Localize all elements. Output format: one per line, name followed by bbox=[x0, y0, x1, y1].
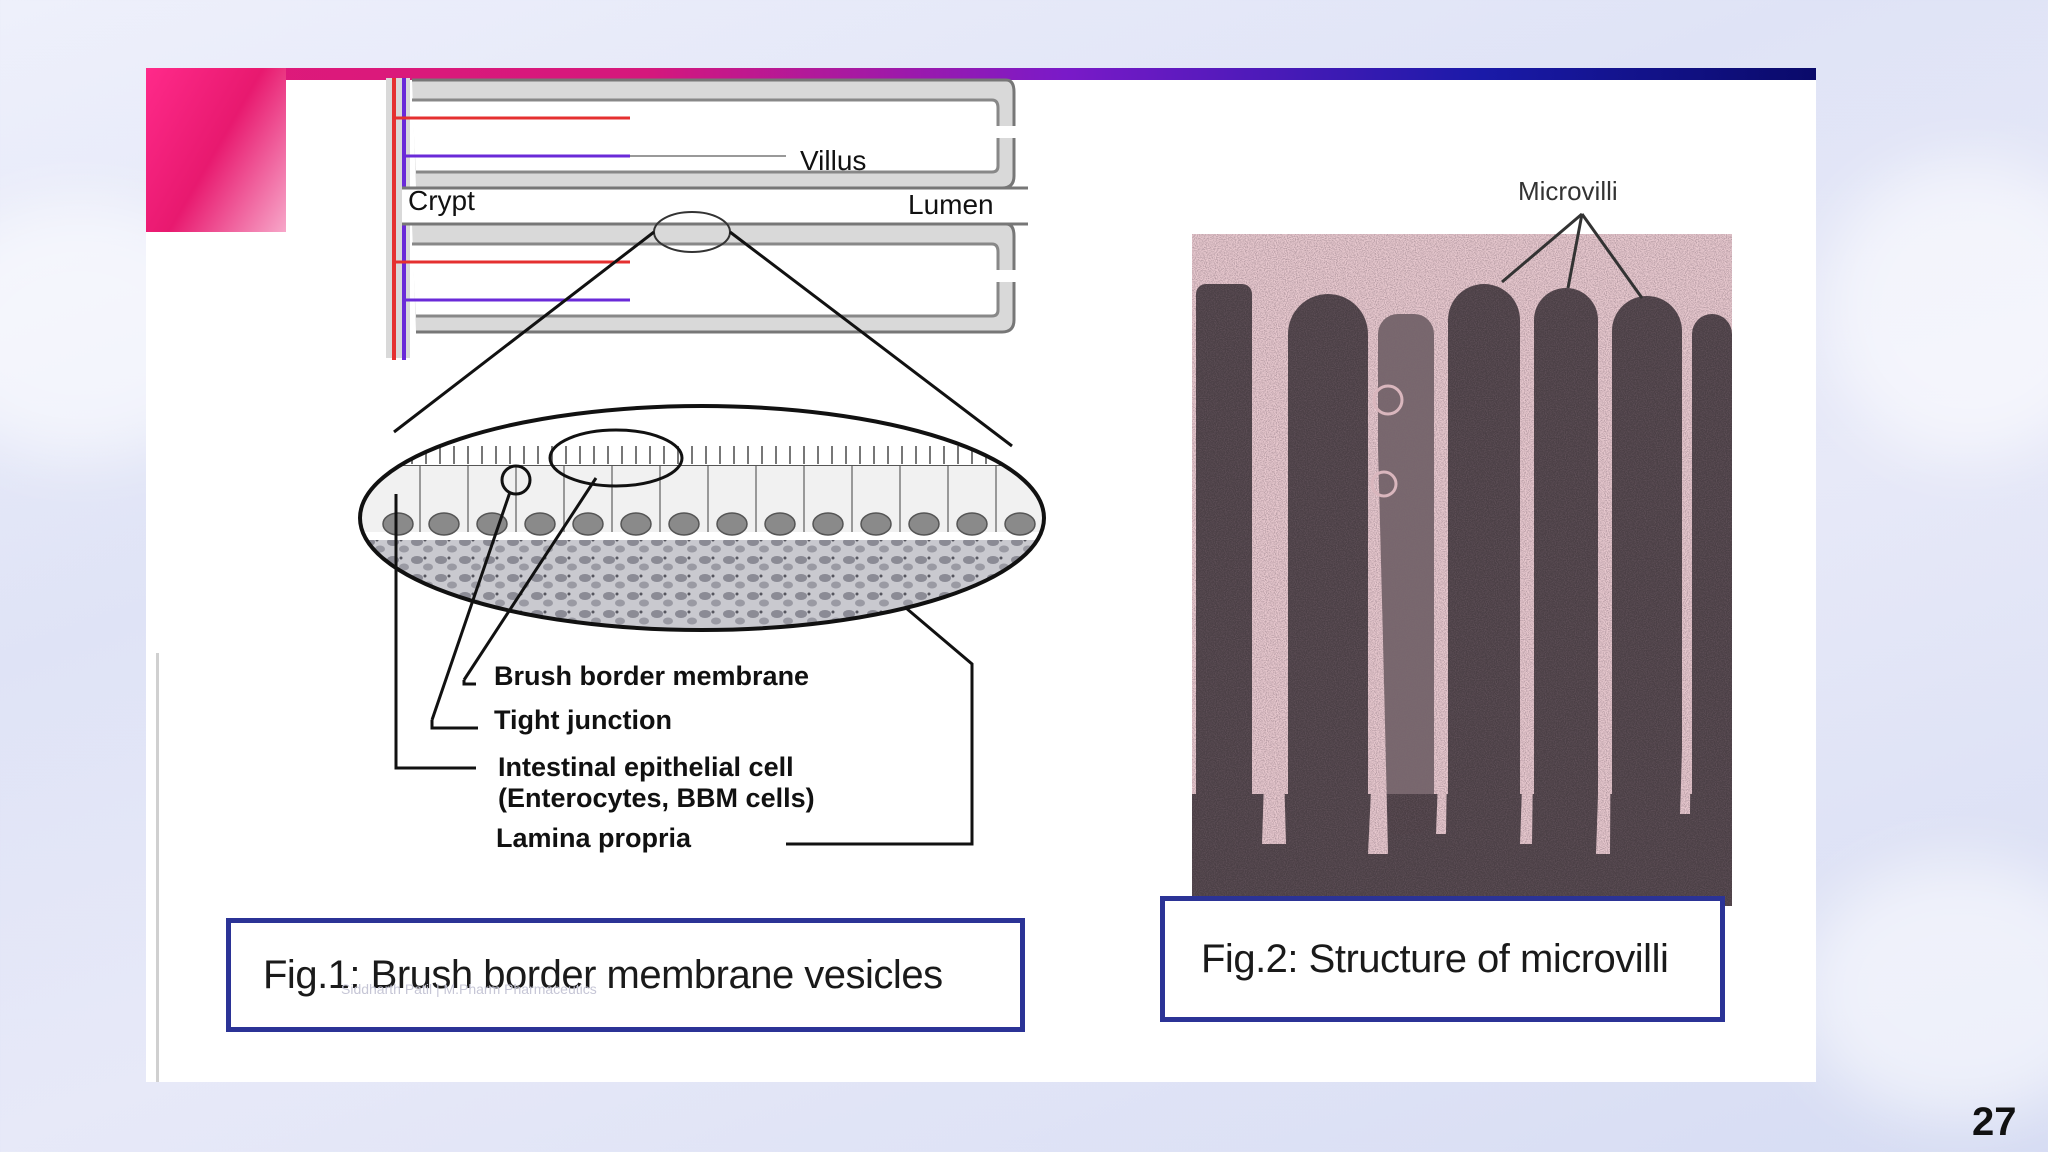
background-cloud bbox=[1800, 860, 2048, 1120]
left-divider-line bbox=[156, 653, 159, 1082]
page-number: 27 bbox=[1972, 1100, 2017, 1144]
enlarged-epithelium bbox=[358, 404, 1046, 721]
villus-label: Villus bbox=[800, 145, 866, 176]
zoom-line-right bbox=[729, 230, 1013, 448]
microvilli-label: Microvilli bbox=[1518, 176, 1618, 206]
microvilli-micrograph bbox=[1192, 164, 1732, 906]
pink-accent-band bbox=[146, 68, 286, 232]
figure1-diagram: Villus Crypt Lumen bbox=[358, 78, 1046, 853]
lumen-label: Lumen bbox=[908, 189, 994, 220]
figure2-caption-box: Fig.2: Structure of microvilli bbox=[1160, 896, 1725, 1022]
figure1-caption-watermark: Siddharth Patil | M.Pharm Pharmaceutics bbox=[341, 981, 597, 997]
background-cloud bbox=[1820, 160, 2048, 460]
crypt-label: Crypt bbox=[408, 185, 475, 216]
figure1-caption-box: Fig.1: Brush border membrane vesicles Si… bbox=[226, 918, 1025, 1032]
villus-crypt-schematic: Villus Crypt Lumen bbox=[386, 78, 1028, 360]
figure1-leader-lines bbox=[394, 494, 974, 846]
header-gradient-stripe bbox=[146, 68, 1816, 80]
figure2-caption: Fig.2: Structure of microvilli bbox=[1201, 936, 1669, 981]
slide-content-panel: Villus Crypt Lumen bbox=[146, 68, 1816, 1082]
lamina-propria-label: Lamina propria bbox=[496, 823, 692, 853]
epithelial-cell-label: Intestinal epithelial cell bbox=[498, 752, 794, 782]
tight-junction-label: Tight junction bbox=[494, 705, 672, 735]
zoom-line-left bbox=[393, 230, 655, 434]
microvilli-pointer-lines bbox=[1501, 212, 1644, 299]
enterocytes-label: (Enterocytes, BBM cells) bbox=[498, 783, 815, 813]
figure1-caption: Fig.1: Brush border membrane vesicles bbox=[263, 952, 943, 997]
brush-border-membrane-label: Brush border membrane bbox=[494, 661, 809, 691]
